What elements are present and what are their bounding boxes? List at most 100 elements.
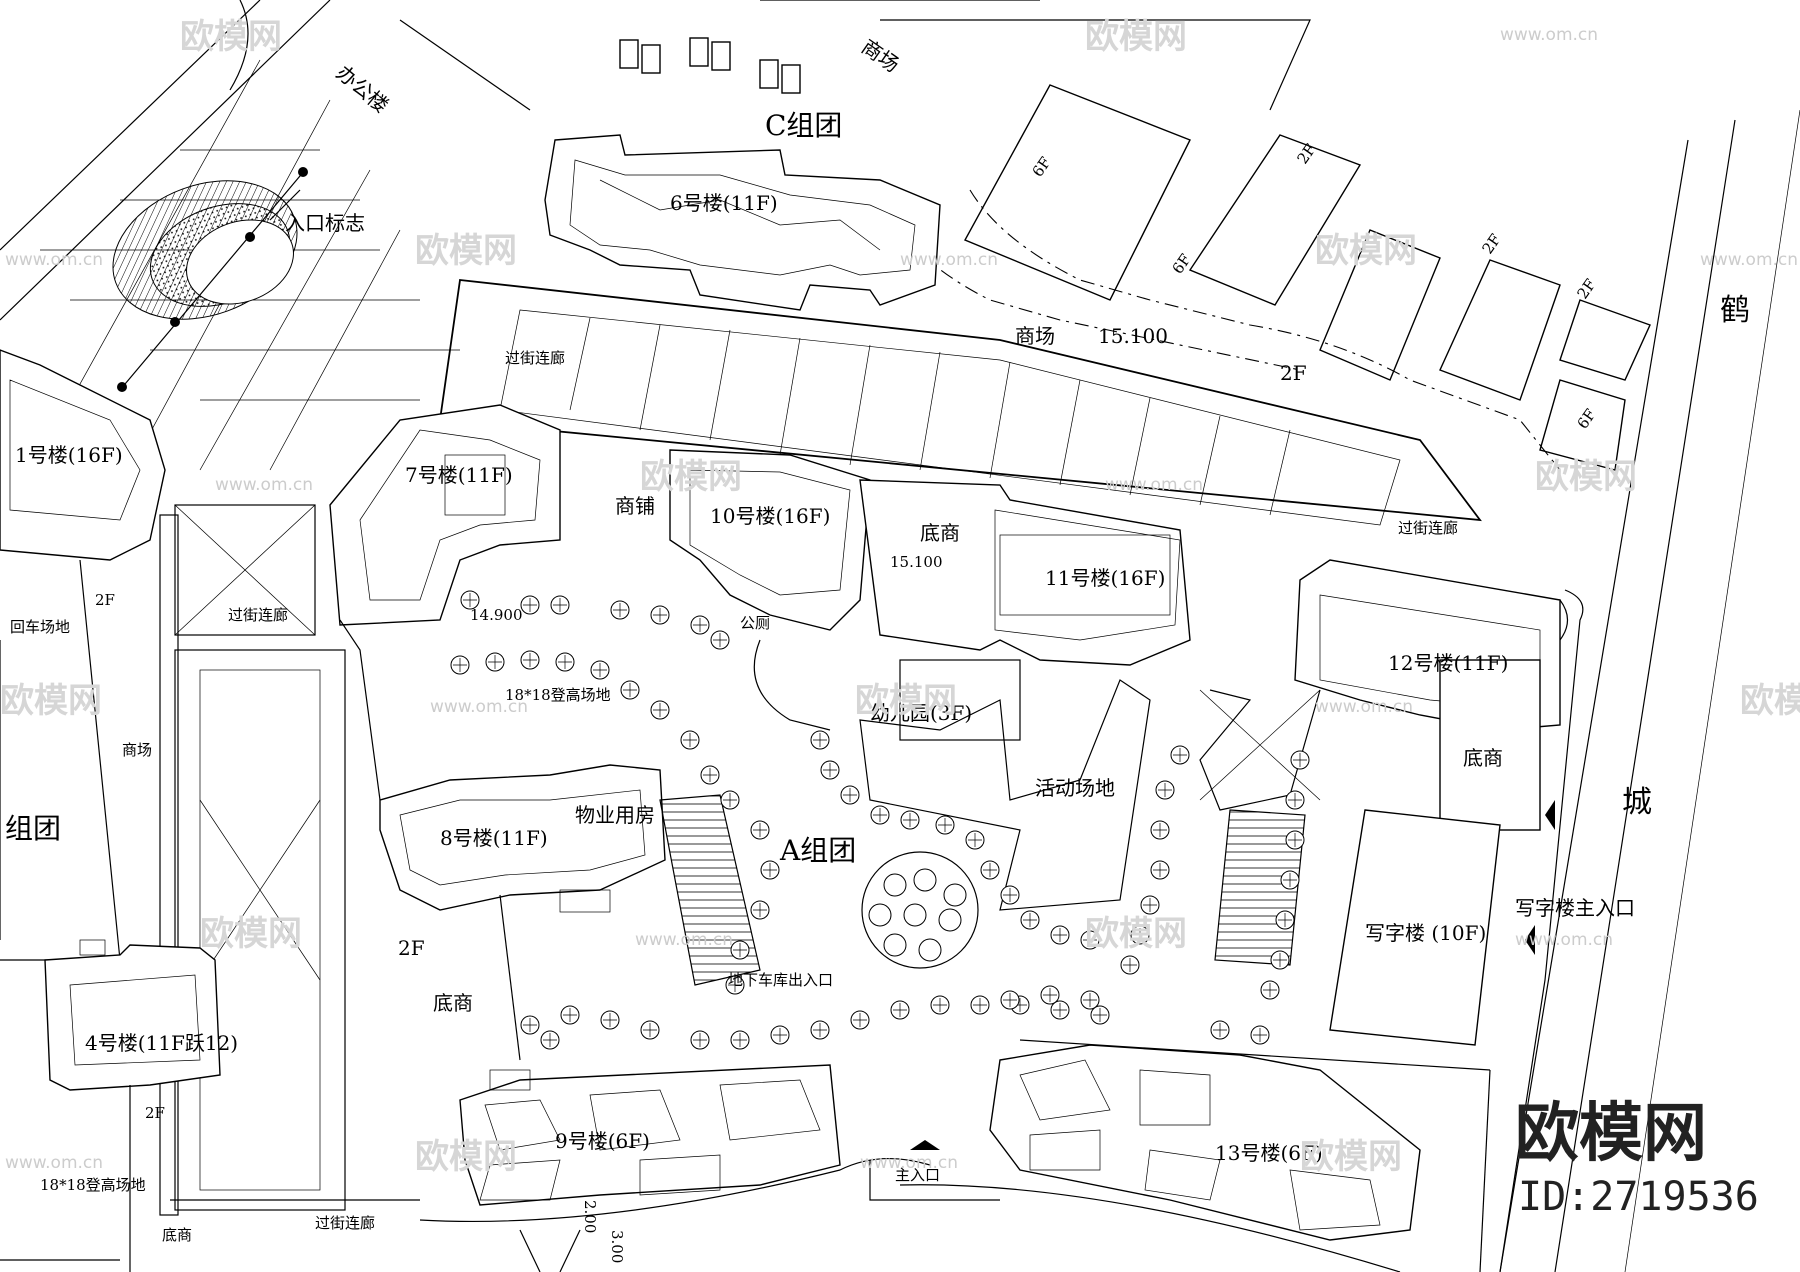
building-12 [1294, 559, 1561, 831]
label-left-2f-b: 2F [145, 1104, 165, 1122]
watermark-brand-11: 欧模网 [1085, 914, 1187, 954]
label-elev-b: 14.900 [470, 606, 523, 624]
watermark-brand-5: 欧模网 [640, 457, 742, 497]
label-neighbor-6f-b: 6F [1169, 251, 1195, 278]
watermark-brand-7: 欧模网 [0, 681, 102, 721]
watermark-brand-6: 欧模网 [1535, 457, 1637, 497]
label-mall-height: 15.100 [1098, 324, 1168, 348]
tree-cluster [861, 851, 979, 969]
building-1 [0, 349, 166, 561]
brand-logo-text: 欧模网 [1515, 1097, 1707, 1171]
label-building-4: 4号楼(11F跃12) [85, 1031, 238, 1055]
landscape-trees [450, 590, 1310, 1050]
watermark-site-4: www.om.cn [1700, 250, 1798, 270]
label-climb-field-b: 18*18登高场地 [40, 1176, 146, 1194]
entrance-markers [910, 800, 1555, 1150]
label-a-2f: 2F [398, 936, 425, 960]
tree-symbol [883, 933, 907, 957]
neighbor-buildings [399, 0, 1651, 471]
label-mall-mid: 商场 [1015, 324, 1055, 348]
building-11 [859, 479, 1191, 666]
group-a-courtyard [339, 619, 1321, 1061]
building-8 [379, 764, 666, 913]
label-bridge-bottom: 过街连廊 [315, 1214, 375, 1232]
label-left-2f: 2F [95, 591, 115, 609]
watermark-brand-3: 欧模网 [415, 231, 517, 271]
label-building-12: 12号楼(11F) [1388, 651, 1508, 675]
tree-symbol [938, 908, 962, 932]
building-7 [329, 404, 561, 626]
tree-symbol [883, 873, 907, 897]
label-bridge-right: 过街连廊 [1398, 519, 1458, 537]
entrance-landmark-ellipse [112, 169, 306, 391]
label-building-11: 11号楼(16F) [1045, 566, 1165, 590]
watermark-site-6: www.om.cn [1105, 475, 1203, 495]
tree-symbol [903, 903, 927, 927]
label-office-tower: 写字楼 (10F) [1365, 921, 1486, 945]
building-4 [44, 939, 221, 1091]
brand-stamp: 欧模网 ID:2719536 [1515, 1097, 1759, 1220]
label-main-entrance: 主入口 [895, 1166, 940, 1184]
tree-symbol [868, 903, 892, 927]
label-ground-retail-a: 底商 [920, 521, 960, 545]
label-building-9: 9号楼(6F) [555, 1129, 650, 1153]
watermark-brand-4: 欧模网 [1315, 231, 1417, 271]
label-neighbor-2f-b: 2F [1479, 231, 1505, 258]
watermark-site-10: www.om.cn [1515, 930, 1613, 950]
left-bottom [0, 1085, 131, 1272]
watermark-site-7: www.om.cn [430, 697, 528, 717]
labels: 办公楼 商场 C组团 6号楼(11F) 入口标志 过街连廊 商场 15.100 … [5, 34, 1750, 1263]
brand-id: ID:2719536 [1518, 1174, 1759, 1220]
label-building-13: 13号楼(6F) [1215, 1141, 1323, 1165]
label-group-c: C组团 [765, 109, 842, 142]
tree-symbol [943, 883, 967, 907]
watermark-site-12: www.om.cn [860, 1153, 958, 1173]
bridge-left [159, 504, 420, 1216]
label-building-1: 1号楼(16F) [15, 443, 123, 467]
tree-symbol [918, 938, 942, 962]
garage-ramp [659, 794, 761, 986]
road-east [1499, 109, 1800, 1272]
label-turnaround: 回车场地 [10, 618, 70, 636]
watermarks: 欧模网 欧模网 www.om.cn 欧模网 欧模网 www.om.cn www.… [0, 17, 1800, 1177]
label-dim-b: 3.00 [608, 1230, 626, 1263]
label-garage: 地下车库出入口 [728, 971, 833, 989]
label-building-10: 10号楼(16F) [710, 504, 830, 528]
label-road-char-1: 鹤 [1720, 293, 1750, 328]
watermark-site-5: www.om.cn [215, 475, 313, 495]
tree-symbol [913, 868, 937, 892]
label-mall-top: 商场 [857, 34, 904, 77]
label-group-a: A组团 [779, 834, 856, 867]
label-bridge-left: 过街连廊 [228, 606, 288, 624]
watermark-brand-2: 欧模网 [1085, 17, 1187, 57]
building-9 [459, 1064, 841, 1206]
label-property: 物业用房 [575, 803, 655, 827]
watermark-site-1: www.om.cn [1500, 25, 1598, 45]
watermark-brand-1: 欧模网 [180, 17, 282, 57]
building-10 [669, 449, 871, 631]
label-ground-retail-d: 底商 [162, 1226, 192, 1244]
label-building-8: 8号楼(11F) [440, 826, 548, 850]
watermark-brand-9: 欧模网 [1740, 681, 1800, 721]
building-13 [989, 1039, 1491, 1272]
watermark-site-2: www.om.cn [5, 250, 103, 270]
label-entrance-sign: 入口标志 [285, 211, 365, 235]
watermark-site-3: www.om.cn [900, 250, 998, 270]
watermark-brand-10: 欧模网 [200, 914, 302, 954]
label-toilet: 公厕 [740, 614, 770, 632]
label-mall-2f: 2F [1280, 361, 1307, 385]
watermark-brand-8: 欧模网 [855, 681, 957, 721]
watermark-brand-13: 欧模网 [1300, 1137, 1402, 1177]
label-kindergarten: 幼儿园(3F) [870, 701, 972, 725]
label-mall-left: 商场 [122, 741, 152, 759]
label-neighbor-2f-c: 2F [1574, 276, 1600, 303]
label-dim-a: 2.00 [581, 1200, 599, 1233]
label-building-7: 7号楼(11F) [405, 463, 513, 487]
label-ground-retail-c: 底商 [433, 991, 473, 1015]
label-group-left: 组团 [5, 812, 61, 845]
watermark-site-9: www.om.cn [635, 930, 733, 950]
label-office-top: 办公楼 [332, 60, 393, 117]
entrance-plaza [0, 0, 460, 471]
label-bridge-top: 过街连廊 [505, 349, 565, 367]
